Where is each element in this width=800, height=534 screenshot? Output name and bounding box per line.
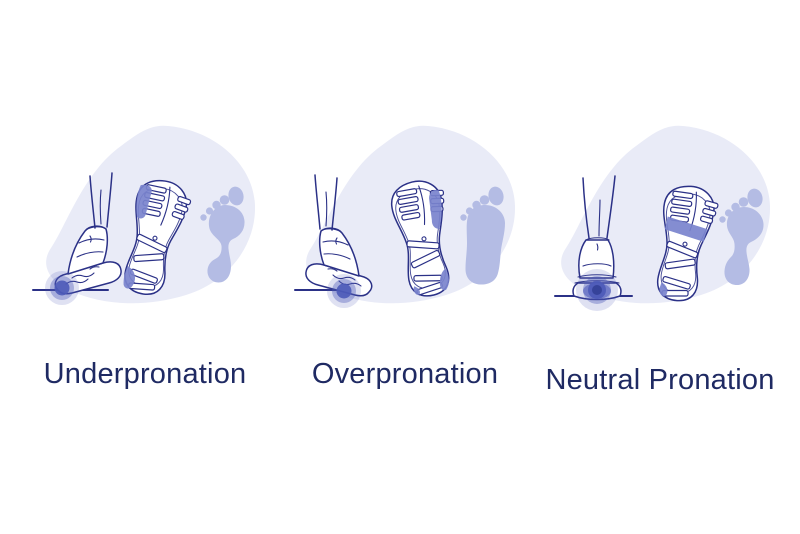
- panel-neutral-pronation: [535, 118, 785, 330]
- panel-underpronation: [20, 118, 270, 330]
- sole-wear-medial: [429, 190, 442, 229]
- impact-highlight: [327, 274, 361, 308]
- underpronation-illustration: [32, 125, 256, 305]
- sole-wear-center-band: [664, 216, 708, 242]
- shoe-sole-illustration: [387, 176, 462, 301]
- sole-wear-heel: [659, 282, 668, 297]
- footprint-illustration-flat: [460, 185, 506, 285]
- shoe-sole-illustration: [650, 182, 722, 306]
- footprint-illustration-normal: [719, 187, 765, 285]
- panel-label-overpronation: Overpronation: [311, 358, 499, 390]
- sole-wear-heel: [123, 266, 136, 289]
- sole-wear-heel: [439, 268, 449, 291]
- sole-wear-lateral: [136, 184, 152, 219]
- panel-overpronation: [280, 118, 530, 330]
- shoe-sole-illustration: [116, 175, 195, 301]
- sole-wear-heel-edge: [413, 286, 420, 295]
- panel-label-underpronation: Underpronation: [43, 358, 247, 390]
- impact-highlight: [45, 271, 79, 305]
- panel-label-neutral-pronation: Neutral Pronation: [545, 364, 775, 396]
- overpronation-illustration: [294, 125, 516, 308]
- neutral-pronation-illustration: [554, 125, 771, 311]
- footprint-illustration-high-arch: [200, 185, 246, 283]
- impact-highlight: [576, 269, 618, 311]
